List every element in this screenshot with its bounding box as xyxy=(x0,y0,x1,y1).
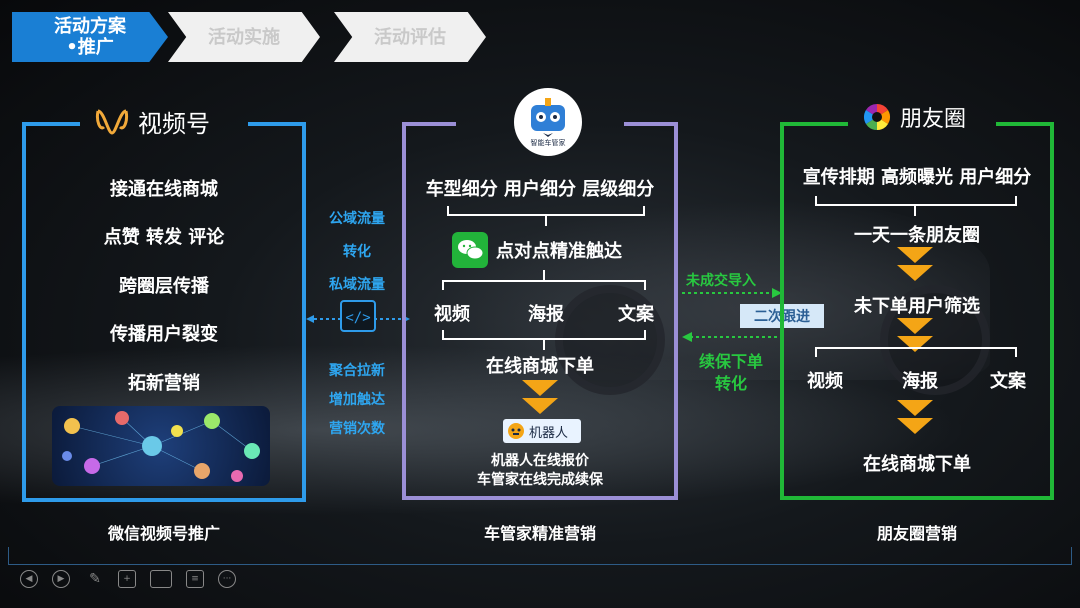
filter-line: 未下单用户筛选 xyxy=(854,296,980,317)
right-caption: 朋友圈营销 xyxy=(876,524,957,543)
left-item: 点赞 转发 评论 xyxy=(103,227,225,248)
robot-logo-icon xyxy=(531,98,565,137)
moments-brand-name: 朋友圈 xyxy=(900,107,967,132)
traffic-label: 公域流量 xyxy=(329,211,385,227)
nav-step-implement-label: 活动实施 xyxy=(208,26,280,48)
car-butler-logo xyxy=(514,88,582,156)
bracket xyxy=(815,196,1017,206)
wechat-touch-row: 点对点精准触达 xyxy=(452,232,622,268)
robot-line: 机器人在线报价 xyxy=(491,453,589,469)
wechat-touch-text: 点对点精准触达 xyxy=(496,241,622,262)
channels-logo-icon xyxy=(96,109,128,135)
channel-video: 视频 xyxy=(807,371,843,392)
order-line: 在线商城下单 xyxy=(863,454,971,475)
bracket xyxy=(442,330,646,340)
screen-icon[interactable] xyxy=(150,570,172,588)
panel-top-border xyxy=(248,122,306,126)
zoom-icon[interactable]: + xyxy=(118,570,136,588)
flow-arrow-icon xyxy=(522,398,558,414)
channels-brand-name: 视频号 xyxy=(138,110,210,138)
renew-label: 续保下单 xyxy=(698,352,763,371)
background-car-wheel xyxy=(880,285,990,395)
channels-brand: 视频号 xyxy=(94,104,210,139)
panel-top-border xyxy=(624,122,678,126)
nav-step-plan-sublabel: •推广 xyxy=(66,37,114,58)
segment-line: 宣传排期 高频曝光 用户细分 xyxy=(802,167,1032,188)
renew-label: 转化 xyxy=(714,374,747,393)
bracket-tick xyxy=(543,270,545,280)
moments-panel xyxy=(780,122,1054,500)
traffic-label: 私域流量 xyxy=(329,277,385,293)
import-label: 未成交导入 xyxy=(686,273,756,289)
left-caption: 微信视频号推广 xyxy=(107,524,220,543)
flow-arrow-icon xyxy=(897,418,933,434)
channel-poster: 海报 xyxy=(902,371,938,392)
nav-step-plan[interactable]: 活动方案 •推广 xyxy=(12,12,168,62)
panel-top-border xyxy=(402,122,456,126)
subtitle-icon[interactable]: ≡ xyxy=(186,570,204,588)
left-item: 拓新营销 xyxy=(128,373,200,394)
renew-arrow xyxy=(682,332,782,342)
robot-badge: 机器人 xyxy=(503,419,581,443)
channel-copy: 文案 xyxy=(618,304,654,325)
pen-icon[interactable]: ✎ xyxy=(89,571,101,587)
social-network-image xyxy=(52,406,270,486)
panel-top-border xyxy=(22,122,80,126)
segment-line: 车型细分 用户细分 层级细分 xyxy=(425,179,655,200)
bracket xyxy=(447,206,645,216)
next-icon[interactable]: ▶ xyxy=(52,570,70,588)
bracket-tick xyxy=(543,340,545,350)
prev-icon[interactable]: ◀ xyxy=(20,570,38,588)
left-item: 跨圈层传播 xyxy=(119,276,209,297)
left-item: 传播用户裂变 xyxy=(110,324,218,345)
bottom-frame xyxy=(8,547,1072,565)
nav-step-plan-label: 活动方案 xyxy=(54,16,126,37)
channel-poster: 海报 xyxy=(528,304,564,325)
svg-text:</>: </> xyxy=(345,310,370,326)
robot-line: 车管家在线完成续保 xyxy=(477,472,603,488)
bracket xyxy=(815,347,1017,357)
flow-arrow-icon xyxy=(897,400,933,416)
car-butler-panel xyxy=(402,122,678,500)
aggregation-label: 增加触达 xyxy=(329,392,385,408)
daily-moment-line: 一天一条朋友圈 xyxy=(854,225,980,246)
nav-step-evaluate[interactable]: 活动评估 xyxy=(334,12,486,62)
background-car-wheel xyxy=(555,285,665,395)
bracket xyxy=(442,280,646,290)
robot-face-icon xyxy=(508,423,524,439)
connector-line: </> xyxy=(306,300,410,332)
import-arrow xyxy=(682,288,782,298)
aggregation-label: 聚合拉新 xyxy=(329,363,385,379)
flow-arrow-icon xyxy=(897,247,933,263)
moments-logo-icon xyxy=(863,103,891,131)
nav-step-implement[interactable]: 活动实施 xyxy=(168,12,320,62)
order-line: 在线商城下单 xyxy=(486,356,594,377)
robot-badge-text: 机器人 xyxy=(529,425,569,441)
social-network-graph xyxy=(62,411,260,482)
more-icon[interactable]: ··· xyxy=(218,570,236,588)
center-caption: 车管家精准营销 xyxy=(483,524,596,543)
car-butler-logo-text: 智能车管家 xyxy=(530,139,566,147)
wechat-icon xyxy=(452,232,488,268)
panel-top-border xyxy=(780,122,848,126)
traffic-label: 转化 xyxy=(343,244,371,260)
channel-video: 视频 xyxy=(434,304,470,325)
bracket-tick xyxy=(914,206,916,216)
flow-arrow-icon xyxy=(897,265,933,281)
flow-arrow-icon xyxy=(522,380,558,396)
aggregation-label: 营销次数 xyxy=(329,421,385,437)
nav-step-evaluate-label: 活动评估 xyxy=(374,26,446,48)
panel-top-border xyxy=(996,122,1054,126)
flow-arrow-icon xyxy=(897,318,933,334)
left-item: 接通在线商城 xyxy=(110,179,218,200)
channel-copy: 文案 xyxy=(990,371,1026,392)
bracket-tick xyxy=(545,216,547,226)
moments-brand: 朋友圈 xyxy=(862,101,966,133)
channels-panel xyxy=(22,122,306,502)
